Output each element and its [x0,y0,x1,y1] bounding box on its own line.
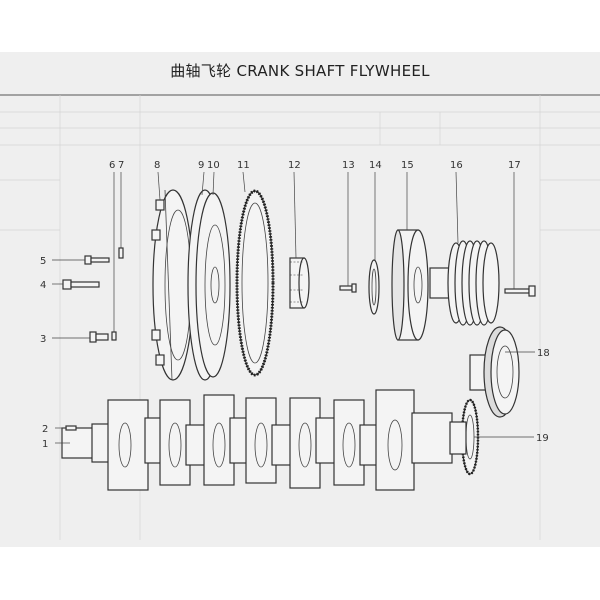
callout-11: 11 [237,160,250,171]
part-12-gear [289,257,310,309]
callout-2: 2 [42,424,48,435]
callout-15: 15 [401,160,414,171]
part-8-flywheel-housing [151,189,194,381]
callout-8: 8 [154,160,160,171]
part-5-bolt [84,255,110,265]
part-9-10-flywheel [187,189,231,381]
part-17-bolt [504,285,536,297]
part-4-bolt [62,279,100,290]
callout-9: 9 [198,160,204,171]
leader-lines [52,171,535,444]
diagram-title: 曲轴飞轮 CRANK SHAFT FLYWHEEL [170,62,430,80]
callout-1: 1 [42,439,48,450]
callout-17: 17 [508,160,521,171]
callout-labels: 1 2 3 4 5 6 7 8 9 10 11 12 13 14 15 16 1… [40,160,550,450]
callout-19: 19 [536,433,549,444]
callout-16: 16 [450,160,463,171]
callout-6: 6 [109,160,115,171]
callout-3: 3 [40,334,46,345]
callout-4: 4 [40,280,46,291]
part-13-bolt [339,283,357,293]
part-14-seal-ring [368,259,380,315]
part-16-pulley [429,240,500,326]
callout-14: 14 [369,160,382,171]
part-11-ring-gear [235,189,275,377]
callout-10: 10 [207,160,220,171]
callout-13: 13 [342,160,355,171]
callout-7: 7 [118,160,124,171]
part-6-7-pins [111,172,124,341]
part-2-key [65,425,77,431]
part-3-bolt [89,331,109,343]
callout-12: 12 [288,160,301,171]
background-table-lines [0,94,600,540]
part-18-damper [469,326,520,418]
callout-5: 5 [40,256,46,267]
part-15-hub [391,229,429,341]
callout-18: 18 [537,348,550,359]
crankshaft [61,389,467,491]
